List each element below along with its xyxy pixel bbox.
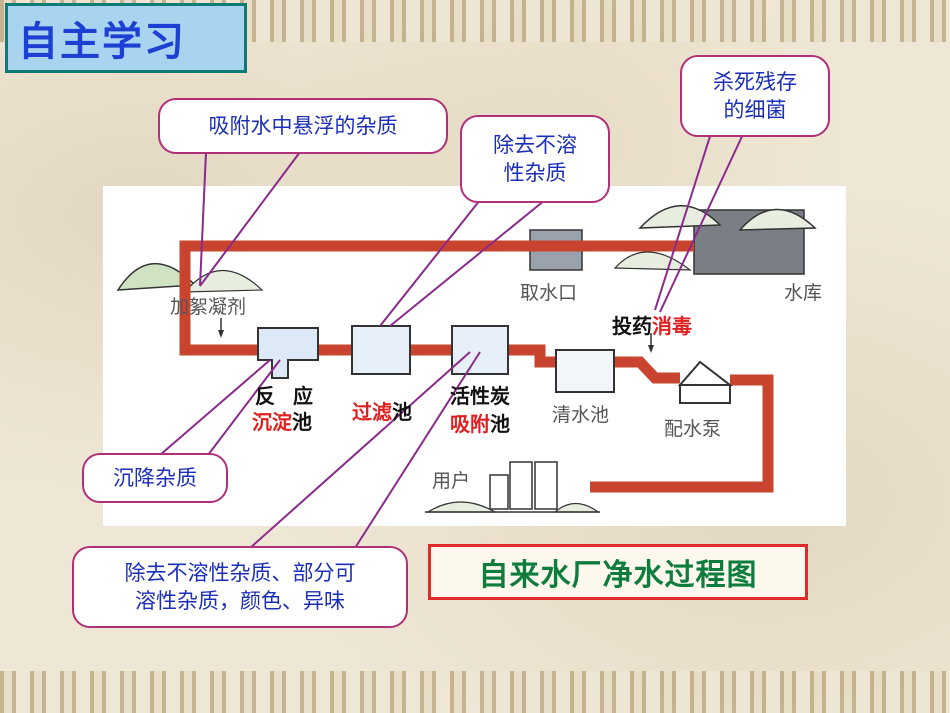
building-2	[509, 461, 533, 510]
ground-hill-2	[553, 502, 600, 513]
caption-box: 自来水厂净水过程图	[428, 544, 808, 600]
clear-water-tank	[555, 349, 615, 393]
decorative-border-bottom	[0, 671, 950, 713]
callout-remove-insoluble: 除去不溶 性杂质	[460, 115, 610, 203]
filter-tank	[351, 325, 411, 375]
hill-left-2	[183, 269, 264, 293]
reservoir-hill-2	[738, 208, 817, 231]
arrow-down-1	[218, 330, 224, 338]
label-filter: 过滤池	[352, 400, 412, 424]
label-clear-tank: 清水池	[552, 404, 610, 426]
water-pipe	[179, 240, 774, 493]
callout-settle-text: 沉降杂质	[113, 465, 197, 490]
label-sediment: 沉淀池	[252, 410, 312, 434]
building-1	[489, 474, 509, 510]
page-title: 自主学习	[18, 19, 186, 65]
callout-remove-insoluble-line2: 性杂质	[503, 161, 567, 185]
carbon-tank	[451, 325, 509, 375]
label-users: 用户	[432, 470, 471, 492]
callout-kill-bacteria: 杀死残存 的细菌	[680, 55, 830, 137]
reservoir-hill-1	[638, 205, 722, 229]
callout-connectors	[159, 129, 746, 549]
callout-remove-insoluble-line1: 除去不溶	[493, 132, 577, 157]
pump-roof	[677, 360, 733, 386]
label-pump: 配水泵	[664, 418, 722, 440]
callout-kill-bacteria-line2: 的细菌	[723, 98, 787, 122]
title-box: 自主学习	[5, 3, 247, 73]
ground-hill	[425, 501, 498, 513]
label-intake: 取水口	[520, 282, 578, 304]
label-carbon-2: 吸附池	[450, 412, 510, 436]
callout-carbon: 除去不溶性杂质、部分可 溶性杂质，颜色、异味	[72, 546, 408, 628]
label-reservoir: 水库	[784, 282, 823, 304]
callout-carbon-line2: 溶性杂质，颜色、异味	[135, 589, 345, 613]
label-coagulant: 加絮凝剂	[170, 296, 247, 318]
label-carbon-1: 活性炭	[450, 384, 510, 408]
callout-carbon-line1: 除去不溶性杂质、部分可	[124, 560, 356, 585]
callout-settle: 沉降杂质	[82, 453, 228, 503]
building-3	[534, 461, 558, 510]
callout-adsorb-text: 吸附水中悬浮的杂质	[208, 113, 398, 138]
diagram-caption: 自来水厂净水过程图	[478, 558, 758, 593]
label-reaction: 反应	[255, 384, 331, 408]
hill-left	[116, 262, 197, 291]
pump-house	[679, 384, 731, 404]
reaction-tank	[257, 327, 319, 379]
label-disinfect: 投药消毒	[612, 314, 692, 338]
arrow-down-2	[648, 345, 654, 353]
callout-adsorb: 吸附水中悬浮的杂质	[158, 98, 448, 154]
callout-kill-bacteria-line1: 杀死残存	[713, 69, 797, 94]
reservoir-hill-3	[613, 251, 692, 271]
